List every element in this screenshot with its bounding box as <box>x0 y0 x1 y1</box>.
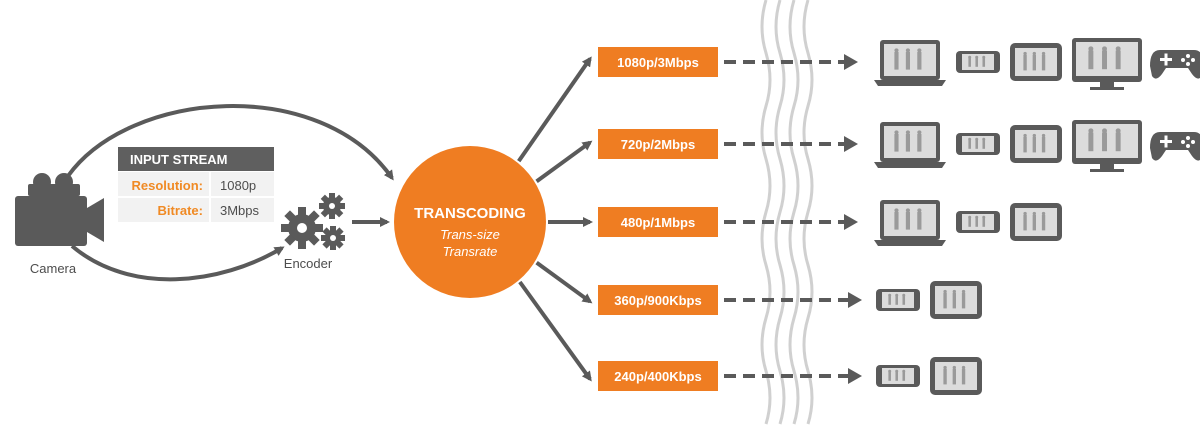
input-stream-title: INPUT STREAM <box>130 152 228 167</box>
phone-icon <box>876 289 920 311</box>
output-box <box>598 47 718 77</box>
tablet-icon <box>930 357 982 395</box>
phone-icon <box>876 365 920 387</box>
transcoding-circle <box>394 146 546 298</box>
output-box <box>598 361 718 391</box>
dashed-arrow-head <box>848 368 862 384</box>
output-arrow <box>517 56 592 163</box>
output-box <box>598 129 718 159</box>
output-rows: 1080p/3Mbps 720p/2Mbps 480p/1Mbps 360p/900K… <box>517 38 1200 395</box>
input-stream-table: INPUT STREAM Resolution: 1080p Bitrate: … <box>118 147 274 222</box>
tv-icon <box>1072 120 1142 172</box>
gamepad-icon <box>1150 50 1200 79</box>
transcoding-line-1: Trans-size <box>440 227 500 242</box>
resolution-value: 1080p <box>220 178 256 193</box>
transcoding-title: TRANSCODING <box>414 205 526 222</box>
output-box <box>598 207 718 237</box>
output-label: 360p/900Kbps <box>614 293 701 308</box>
laptop-icon <box>874 122 946 168</box>
tablet-icon <box>930 281 982 319</box>
network-wave-lines <box>760 0 814 425</box>
gears-icon <box>281 193 345 250</box>
output-arrow <box>535 140 593 184</box>
phone-icon <box>956 211 1000 233</box>
camera-to-transcoding-arrow <box>66 104 394 181</box>
output-arrow <box>535 260 593 304</box>
transcoding-line-2: Transrate <box>443 244 498 259</box>
bitrate-key: Bitrate: <box>157 203 203 218</box>
dashed-arrow-head <box>844 54 858 70</box>
dashed-arrow-head <box>844 214 858 230</box>
laptop-icon <box>874 40 946 86</box>
tablet-icon <box>1010 125 1062 163</box>
encoder-label: Encoder <box>284 256 333 271</box>
tablet-icon <box>1010 43 1062 81</box>
bitrate-value: 3Mbps <box>220 203 260 218</box>
output-label: 240p/400Kbps <box>614 369 701 384</box>
phone-icon <box>956 133 1000 155</box>
output-label: 1080p/3Mbps <box>617 55 699 70</box>
camera-icon <box>15 173 104 246</box>
output-arrow <box>518 280 592 382</box>
laptop-icon <box>874 200 946 246</box>
gamepad-icon <box>1150 132 1200 161</box>
camera-label: Camera <box>30 261 77 276</box>
output-box <box>598 285 718 315</box>
dashed-arrow-head <box>844 136 858 152</box>
dashed-arrow-head <box>848 292 862 308</box>
tv-icon <box>1072 38 1142 90</box>
output-label: 720p/2Mbps <box>621 137 695 152</box>
resolution-key: Resolution: <box>132 178 204 193</box>
phone-icon <box>956 51 1000 73</box>
camera-to-encoder-arrow <box>70 244 285 282</box>
output-label: 480p/1Mbps <box>621 215 695 230</box>
tablet-icon <box>1010 203 1062 241</box>
